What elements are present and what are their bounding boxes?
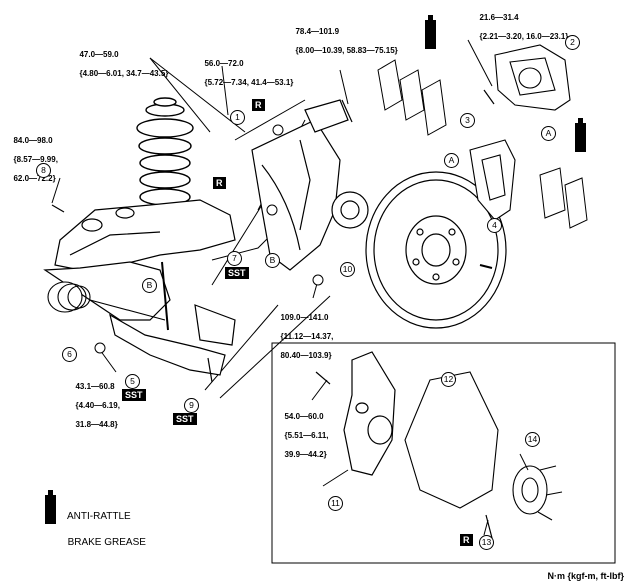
grease-icon — [425, 15, 436, 49]
replace-tag: R — [460, 534, 473, 546]
torque-line: 78.4—101.9 — [295, 26, 340, 36]
callout-b-knuckle: B — [265, 253, 280, 268]
callout-12: 12 — [441, 372, 456, 387]
torque-line: {5.51—6.11, — [284, 430, 329, 440]
torque-line: 80.40—103.9} — [280, 350, 332, 360]
torque-spec-3: 47.0—59.0 {4.80—6.01, 34.7—43.5} — [75, 40, 168, 78]
callout-14: 14 — [525, 432, 540, 447]
torque-units: N·m {kgf-m, ft-lbf} — [547, 571, 625, 581]
caliper-mounting-support — [469, 139, 516, 221]
torque-line: {2.21—3.20, 16.0—23.1} — [479, 31, 569, 41]
torque-line: 109.0—141.0 — [280, 312, 329, 322]
callout-10: 10 — [340, 262, 355, 277]
callout-b-link: B — [142, 278, 157, 293]
torque-spec-8: 54.0—60.0 {5.51—6.11, 39.9—44.2} — [280, 402, 329, 459]
callout-7: 7 — [227, 251, 242, 266]
torque-line: {4.40—6.19, — [75, 400, 120, 410]
inset-knuckle — [343, 351, 396, 476]
torque-spec-2: 21.6—31.4 {2.21—3.20, 16.0—23.1} — [475, 3, 568, 41]
inset-wheel-hub — [512, 465, 563, 521]
torque-line: {4.80—6.01, 34.7—43.5} — [79, 68, 169, 78]
torque-line: {8.00—10.39, 58.83—75.15} — [295, 45, 398, 55]
callout-a-left: A — [444, 153, 459, 168]
inset-dust-shield — [404, 371, 499, 509]
grease-icon — [45, 490, 56, 524]
sst-tag: SST — [173, 413, 197, 425]
torque-line: 21.6—31.4 — [479, 12, 519, 22]
callout-3: 3 — [460, 113, 475, 128]
torque-spec-1: 78.4—101.9 {8.00—10.39, 58.83—75.15} — [291, 17, 398, 55]
brake-pads — [377, 59, 588, 229]
torque-line: {8.57—9.99, — [13, 154, 58, 164]
bolts — [51, 89, 495, 539]
brake-caliper — [494, 44, 571, 111]
torque-line: 84.0—98.0 — [13, 135, 53, 145]
callout-4: 4 — [487, 218, 502, 233]
callout-8: 8 — [36, 163, 51, 178]
torque-line: 47.0—59.0 — [79, 49, 119, 59]
torque-line: 56.0—72.0 — [204, 58, 244, 68]
torque-line: {11.12—14.37, — [280, 331, 334, 341]
sst-tag: SST — [225, 267, 249, 279]
torque-spec-7: 43.1—60.8 {4.40—6.19, 31.8—44.8} — [71, 372, 120, 429]
steering-boot — [47, 281, 166, 321]
grease-legend: ANTI-RATTLE BRAKE GREASE — [62, 497, 146, 549]
legend-line-1: ANTI-RATTLE — [67, 511, 131, 522]
callout-2: 2 — [565, 35, 580, 50]
torque-line: 31.8—44.8} — [75, 419, 118, 429]
steering-knuckle — [251, 99, 369, 271]
torque-line: 62.0—72.2} — [13, 173, 56, 183]
replace-tag: R — [213, 177, 226, 189]
callout-1: 1 — [230, 110, 245, 125]
torque-spec-6: 109.0—141.0 {11.12—14.37, 80.40—103.9} — [276, 303, 333, 360]
torque-line: 43.1—60.8 — [75, 381, 115, 391]
brake-disc-rotor — [365, 171, 507, 329]
torque-spec-4: 56.0—72.0 {5.72—7.34, 41.4—53.1} — [200, 49, 293, 87]
torque-spec-5: 84.0—98.0 {8.57—9.99, 62.0—72.2} — [9, 126, 58, 183]
callout-5: 5 — [125, 374, 140, 389]
replace-tag: R — [252, 99, 265, 111]
torque-line: 54.0—60.0 — [284, 411, 324, 421]
sst-tag: SST — [122, 389, 146, 401]
subframe — [43, 199, 236, 376]
callout-6: 6 — [62, 347, 77, 362]
callout-9: 9 — [184, 398, 199, 413]
torque-line: {5.72—7.34, 41.4—53.1} — [204, 77, 294, 87]
grease-icon — [575, 118, 586, 152]
callout-13: 13 — [479, 535, 494, 550]
callout-11: 11 — [328, 496, 343, 511]
torque-line: 39.9—44.2} — [284, 449, 327, 459]
callout-a-top: A — [541, 126, 556, 141]
legend-line-2: BRAKE GREASE — [67, 537, 146, 548]
